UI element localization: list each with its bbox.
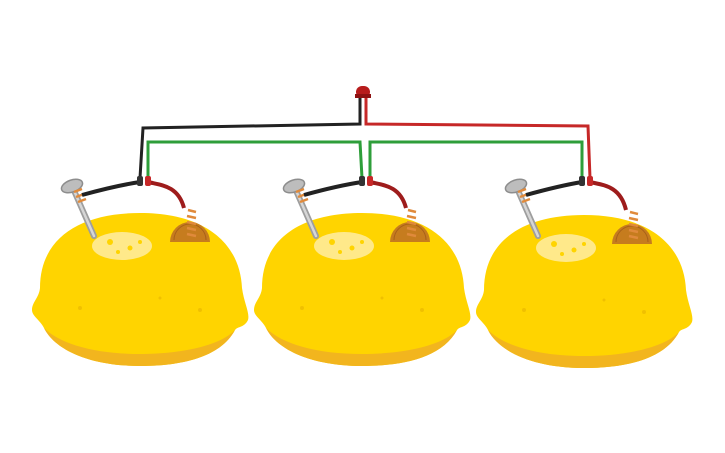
- lemon-cell-3: [476, 176, 693, 368]
- zinc-nail-3: [504, 177, 538, 236]
- copper-lead-1: [147, 180, 186, 209]
- nail-lead-3: [525, 180, 583, 197]
- series-wire-2: [368, 140, 584, 180]
- led: [355, 86, 371, 98]
- copper-lead-2: [369, 180, 408, 209]
- led-positive-wire: [364, 95, 592, 180]
- copper-lead-3: [589, 180, 628, 211]
- led-negative-wire: [138, 95, 362, 180]
- series-wire-1: [146, 140, 364, 180]
- nail-lead-1: [81, 180, 141, 197]
- lemon-cell-1: [32, 176, 249, 366]
- nail-lead-2: [303, 180, 363, 197]
- lemon-cell-2: [254, 176, 471, 366]
